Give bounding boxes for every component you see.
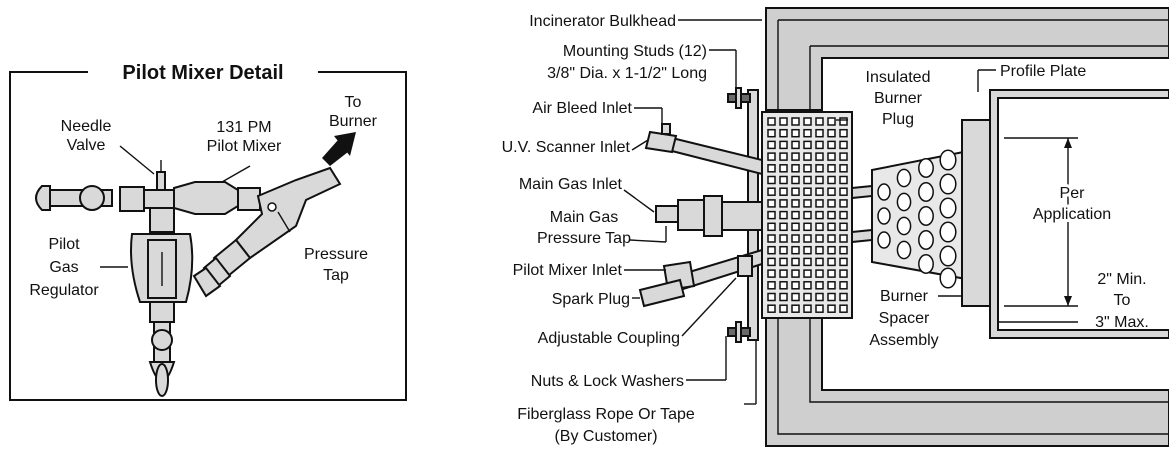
pressure-tap-label-1: Pressure — [304, 246, 368, 263]
to-burner-arrow — [322, 140, 348, 166]
pressure-tap-label-2: Tap — [323, 267, 349, 284]
pilot-mixer-detail: Pilot Mixer Detail — [9, 62, 407, 401]
pilot-gas-regulator — [130, 207, 194, 397]
to-burner-label-1: To — [345, 94, 362, 111]
spark-plug-label: Spark Plug — [552, 291, 630, 308]
clearance-label-3: 3" Max. — [1095, 314, 1149, 331]
to-burner-label-2: Burner — [329, 113, 378, 130]
insulated-burner-plug — [761, 111, 853, 319]
installation-drawing: Incinerator Bulkhead Mounting Studs (12)… — [502, 7, 1169, 447]
profile-plate-label: Profile Plate — [1000, 63, 1086, 80]
leader-lines — [623, 19, 996, 405]
detail-title: Pilot Mixer Detail — [122, 62, 283, 84]
inlet-piping — [638, 123, 763, 308]
insulated-burner-plug-label-1: Insulated — [866, 69, 931, 86]
adjustable-coupling-label: Adjustable Coupling — [538, 330, 680, 347]
mounting-studs — [727, 87, 751, 343]
clearance-label-1: 2" Min. — [1097, 271, 1146, 288]
insulated-burner-plug-label-2: Burner — [874, 90, 923, 107]
incinerator-bulkhead-label: Incinerator Bulkhead — [529, 13, 676, 30]
mounting-studs-label-1: Mounting Studs (12) — [563, 43, 707, 60]
pilot-gas-regulator-label-1: Pilot — [48, 236, 80, 253]
pilot-mixer-label-2: Pilot Mixer — [207, 138, 282, 155]
insulated-burner-plug-label-3: Plug — [882, 111, 914, 128]
detail-frame — [9, 71, 407, 401]
clearance-label-2: To — [1114, 292, 1131, 309]
fiberglass-rope-label-1: Fiberglass Rope Or Tape — [517, 406, 695, 423]
uv-scanner-inlet-label: U.V. Scanner Inlet — [502, 139, 631, 156]
fiberglass-rope-label-2: (By Customer) — [554, 428, 657, 445]
pilot-gas-regulator-label-2: Gas — [49, 259, 78, 276]
pilot-gas-regulator-label-3: Regulator — [29, 282, 99, 299]
pilot-mixer-inlet-label: Pilot Mixer Inlet — [513, 262, 623, 279]
main-gas-inlet-label: Main Gas Inlet — [519, 176, 623, 193]
air-bleed-inlet-label: Air Bleed Inlet — [532, 100, 632, 117]
burner-spacer-assembly-label-3: Assembly — [869, 332, 938, 349]
main-gas-pressure-tap-label-1: Main Gas — [550, 209, 618, 226]
main-gas-pressure-tap-label-2: Pressure Tap — [537, 230, 631, 247]
burner-spacer-assembly-label-1: Burner — [880, 288, 929, 305]
pilot-pressure-body — [192, 132, 356, 298]
pressure-tap-port — [267, 202, 277, 212]
per-application-label-1: Per — [1060, 185, 1086, 202]
needle-valve-label-2: Valve — [67, 137, 106, 154]
needle-valve-label-1: Needle — [61, 118, 112, 135]
pilot-mixer-label-1: 131 PM — [216, 119, 271, 136]
per-application-label-2: Application — [1033, 206, 1111, 223]
mounting-studs-label-2: 3/8" Dia. x 1-1/2" Long — [547, 65, 707, 82]
pilot-pipe-assembly — [35, 160, 261, 215]
profile-plate — [989, 89, 1169, 339]
nuts-lock-washers-label: Nuts & Lock Washers — [531, 373, 684, 390]
burner-spacer-assembly-label-2: Spacer — [879, 310, 930, 327]
